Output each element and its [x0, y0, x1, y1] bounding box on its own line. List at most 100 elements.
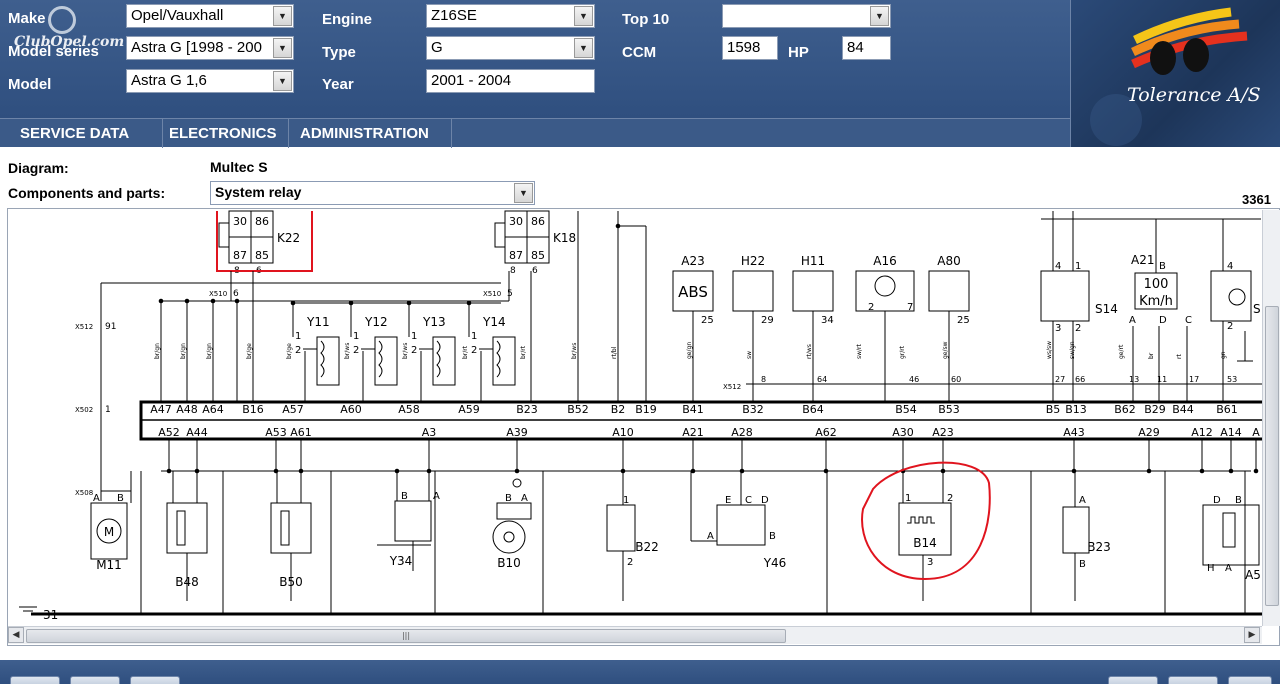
junction-dot — [739, 468, 745, 474]
horizontal-scrollbar[interactable]: ◀ ||| ▶ — [8, 626, 1262, 644]
relay-pin: 30 — [509, 215, 523, 228]
component-pin: C — [1185, 315, 1192, 326]
strip-pin-a47: A47 — [150, 403, 172, 416]
junction-dot — [823, 468, 829, 474]
toolbar-button-1[interactable] — [10, 676, 60, 684]
strip-pin-b13: B13 — [1065, 403, 1087, 416]
connector-pin: 8 — [761, 375, 766, 384]
make-select[interactable]: Opel/Vauxhall ▼ — [126, 4, 294, 28]
component-pin: 1 — [623, 495, 629, 506]
sensor-element — [280, 510, 290, 546]
sensor-b22 — [606, 504, 636, 552]
chevron-down-icon[interactable]: ▼ — [574, 6, 593, 26]
horizontal-scroll-thumb[interactable]: ||| — [26, 629, 786, 643]
ccm-field[interactable]: 1598 — [722, 36, 778, 60]
wire-color-label: ws/sw — [1046, 341, 1053, 359]
injector-pin: 2 — [353, 345, 359, 356]
switch-pin: 3 — [1055, 323, 1061, 334]
year-field[interactable]: 2001 - 2004 — [426, 69, 595, 93]
injector-pin: 1 — [295, 331, 301, 342]
wire-color-label: br/ws — [571, 343, 578, 359]
k22-highlight — [216, 211, 313, 272]
vertical-scroll-thumb[interactable] — [1265, 306, 1279, 606]
connector-pin: 1 — [105, 405, 111, 415]
toolbar-button-2[interactable] — [70, 676, 120, 684]
component-pin: D — [1213, 495, 1221, 506]
make-select-value: Opel/Vauxhall — [131, 7, 224, 24]
component-y34: Y34 — [389, 554, 413, 568]
diagram-number: 3361 — [1242, 192, 1271, 207]
make-label: Make — [8, 10, 46, 27]
switch-pin: 1 — [1075, 261, 1081, 272]
component-a23: A23 — [681, 254, 704, 268]
model-series-select-value: Astra G [1998 - 200 — [131, 39, 262, 56]
component-pin: A — [1225, 563, 1232, 574]
component-pin: B — [769, 531, 776, 542]
strip-pin-a62: A62 — [815, 426, 837, 439]
toolbar-button-4[interactable] — [1108, 676, 1158, 684]
wire-color-label: ge/sw — [942, 341, 949, 359]
component-pin: 2 — [868, 302, 874, 313]
junction-dot — [1253, 468, 1259, 474]
component-y46: Y46 — [763, 556, 787, 570]
component-pin: D — [1159, 315, 1167, 326]
component-pin: H — [1207, 563, 1215, 574]
toolbar-button-3[interactable] — [130, 676, 180, 684]
strip-pin-a10: A10 — [612, 426, 634, 439]
relay-pin: 86 — [531, 215, 545, 228]
strip-pin-a53: A53 — [265, 426, 287, 439]
component-pin: 4 — [1227, 261, 1233, 272]
tolerance-logo-icon — [1090, 7, 1248, 146]
injector-pin: 2 — [471, 345, 477, 356]
toolbar-button-6[interactable] — [1228, 676, 1272, 684]
components-label: Components and parts: — [8, 185, 166, 201]
model-select[interactable]: Astra G 1,6 ▼ — [126, 69, 294, 93]
relay-pin: 85 — [531, 249, 545, 262]
top10-label: Top 10 — [622, 11, 670, 28]
components-select[interactable]: System relay ▼ — [210, 181, 535, 205]
component-pin: B — [505, 493, 512, 504]
menu-service-data[interactable]: SERVICE DATA — [10, 119, 163, 148]
diagram-label: Diagram: — [8, 160, 69, 176]
menu-administration[interactable]: ADMINISTRATION — [290, 119, 452, 148]
component-h22-box — [732, 270, 774, 312]
hp-field[interactable]: 84 — [842, 36, 891, 60]
type-select[interactable]: G ▼ — [426, 36, 595, 60]
wire-color-label: br/gn — [154, 343, 161, 359]
components-select-value: System relay — [215, 184, 302, 200]
chevron-down-icon[interactable]: ▼ — [514, 183, 533, 203]
connector-pin: 27 — [1055, 375, 1065, 384]
sensor-b10-core — [503, 531, 515, 543]
engine-label: Engine — [322, 11, 373, 28]
component-b10: B10 — [497, 556, 521, 570]
connector-pin: 13 — [1129, 375, 1139, 384]
chevron-down-icon[interactable]: ▼ — [273, 38, 292, 58]
shield-connector-icon — [512, 478, 522, 488]
chevron-down-icon[interactable]: ▼ — [273, 71, 292, 91]
toolbar-button-5[interactable] — [1168, 676, 1218, 684]
strip-pin-a44: A44 — [186, 426, 208, 439]
junction-dot — [615, 223, 621, 229]
strip-pin-a12: A12 — [1191, 426, 1213, 439]
model-series-select[interactable]: Astra G [1998 - 200 ▼ — [126, 36, 294, 60]
scroll-right-icon[interactable]: ▶ — [1244, 627, 1260, 643]
strip-pin-a60: A60 — [340, 403, 362, 416]
chevron-down-icon[interactable]: ▼ — [870, 6, 889, 26]
top10-select[interactable]: ▼ — [722, 4, 891, 28]
menu-electronics[interactable]: ELECTRONICS — [159, 119, 289, 148]
strip-pin-a64: A64 — [202, 403, 224, 416]
vertical-scrollbar[interactable] — [1262, 210, 1280, 626]
strip-pin-b19: B19 — [635, 403, 657, 416]
chevron-down-icon[interactable]: ▼ — [273, 6, 292, 26]
chevron-down-icon[interactable]: ▼ — [574, 38, 593, 58]
component-pin: 34 — [821, 315, 834, 326]
engine-select[interactable]: Z16SE ▼ — [426, 4, 595, 28]
type-select-value: G — [431, 39, 443, 56]
component-pin: D — [761, 495, 769, 506]
switch-s14 — [1040, 270, 1090, 322]
scroll-left-icon[interactable]: ◀ — [8, 627, 24, 643]
component-pin: 2 — [1227, 321, 1233, 332]
switch-s14-label: S14 — [1095, 302, 1118, 316]
